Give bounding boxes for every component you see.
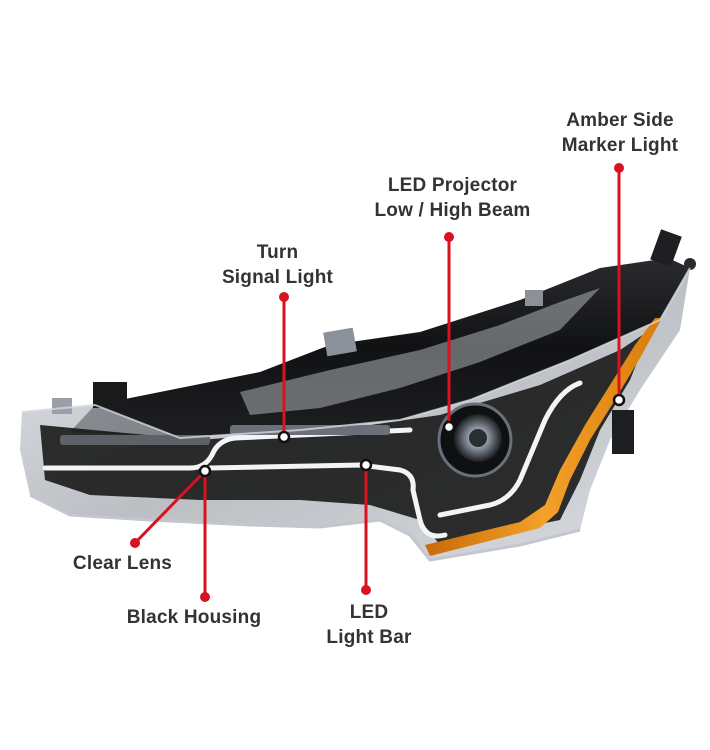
clear-lens-band (240, 288, 600, 415)
led-light-bar-lower (207, 462, 448, 539)
callout-targets (198, 393, 626, 478)
callout-target-ring (612, 393, 626, 407)
label-turn-signal: Turn Signal Light (221, 242, 334, 288)
label-led-light-bar: LED Light Bar (326, 602, 412, 648)
callout-dot (444, 232, 454, 242)
lower-trim (29, 493, 581, 562)
callout-dots (130, 163, 624, 602)
label-black-housing: Black Housing (126, 607, 262, 628)
projector-core (469, 429, 487, 447)
black-housing-interior (40, 330, 650, 545)
callout-dot (279, 292, 289, 302)
label-amber-side-marker: Amber Side Marker Light (561, 110, 679, 156)
amber-marker-strip (425, 318, 662, 556)
callout-target-ring (277, 430, 291, 444)
led-light-bar-shape (42, 427, 413, 471)
callout-dot (361, 585, 371, 595)
turn-signal-strip (60, 435, 210, 445)
callout-target-ring (198, 464, 212, 478)
callout-dot (200, 592, 210, 602)
callout-dot (130, 538, 140, 548)
callout-lines (133, 168, 621, 597)
label-clear-lens: Clear Lens (72, 553, 173, 574)
callout-target-ring (359, 458, 373, 472)
callout-target-ring (442, 420, 456, 434)
callout-dot (614, 163, 624, 173)
led-light-bar-right (437, 380, 583, 518)
label-led-projector: LED Projector Low / High Beam (374, 175, 531, 221)
mounting-tab (93, 382, 127, 408)
callout-line-clear-lens (133, 469, 207, 545)
